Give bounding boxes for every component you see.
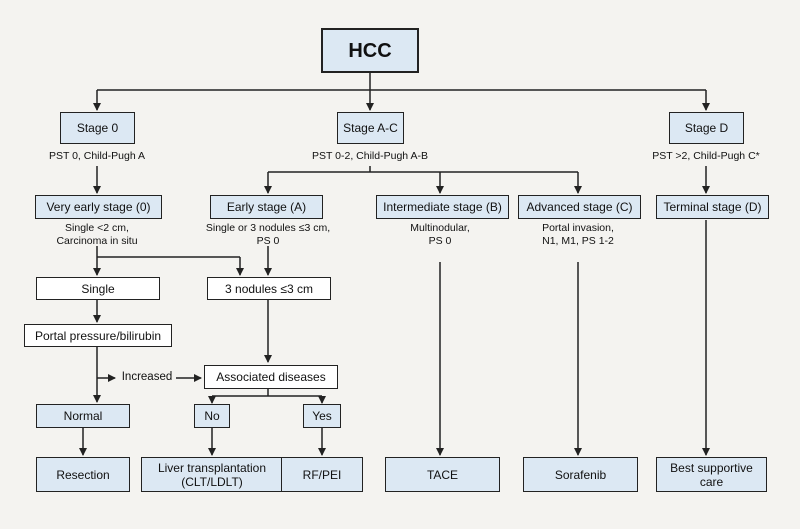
resection-box: Resection — [36, 457, 130, 492]
stage-a-c-label: Stage A-C — [343, 121, 398, 135]
hcc-title-box: HCC — [321, 28, 419, 73]
best-supportive-care-sub: care — [699, 474, 724, 489]
very-early-stage-label: Very early stage (0) — [46, 200, 151, 214]
associated-diseases-label: Associated diseases — [216, 370, 326, 384]
intermediate-stage-box: Intermediate stage (B) — [376, 195, 509, 219]
sorafenib-label: Sorafenib — [554, 467, 607, 482]
best-supportive-care-label: Best supportive — [670, 460, 753, 475]
intermediate-note: Multinodular, PS 0 — [395, 222, 485, 248]
stage-0-label: Stage 0 — [76, 121, 119, 135]
stage-d-box: Stage D — [669, 112, 744, 144]
early-note-line1: Single or 3 nodules ≤3 cm, — [205, 222, 331, 234]
terminal-stage-label: Terminal stage (D) — [663, 200, 762, 214]
liver-transplantation-box: Liver transplantation (CLT/LDLT) — [141, 457, 283, 492]
three-nodules-box: 3 nodules ≤3 cm — [207, 277, 331, 300]
rf-pei-box: RF/PEI — [281, 457, 363, 492]
rf-pei-label: RF/PEI — [302, 467, 342, 482]
single-box: Single — [36, 277, 160, 300]
sorafenib-box: Sorafenib — [523, 457, 638, 492]
tace-label: TACE — [426, 467, 459, 482]
liver-transplantation-label: Liver transplantation — [157, 460, 267, 475]
hcc-title: HCC — [348, 39, 392, 62]
single-label: Single — [81, 281, 115, 296]
stage-d-note: PST >2, Child-Pugh C* — [652, 150, 760, 162]
advanced-note-line2: N1, M1, PS 1-2 — [542, 235, 614, 247]
increased-label: Increased — [121, 371, 173, 383]
early-note: Single or 3 nodules ≤3 cm, PS 0 — [203, 222, 333, 248]
advanced-note-line1: Portal invasion, — [542, 222, 614, 234]
no-box: No — [194, 404, 230, 428]
early-stage-box: Early stage (A) — [210, 195, 323, 219]
no-label: No — [204, 409, 220, 423]
tace-box: TACE — [385, 457, 500, 492]
very-early-note: Single <2 cm, Carcinoma in situ — [47, 222, 147, 248]
terminal-stage-box: Terminal stage (D) — [656, 195, 769, 219]
advanced-stage-box: Advanced stage (C) — [518, 195, 641, 219]
portal-pressure-box: Portal pressure/bilirubin — [24, 324, 172, 347]
early-stage-label: Early stage (A) — [226, 200, 307, 214]
normal-label: Normal — [63, 409, 103, 423]
very-early-note-line2: Carcinoma in situ — [56, 235, 138, 247]
yes-label: Yes — [312, 409, 332, 423]
stage-0-note: PST 0, Child-Pugh A — [48, 150, 146, 162]
portal-pressure-label: Portal pressure/bilirubin — [34, 328, 162, 343]
three-nodules-label: 3 nodules ≤3 cm — [225, 281, 313, 296]
advanced-stage-label: Advanced stage (C) — [526, 200, 633, 214]
normal-box: Normal — [36, 404, 130, 428]
intermediate-note-line2: PS 0 — [428, 235, 452, 247]
stage-d-label: Stage D — [684, 121, 729, 135]
very-early-note-line1: Single <2 cm, — [65, 222, 129, 234]
resection-label: Resection — [56, 467, 110, 482]
intermediate-note-line1: Multinodular, — [410, 222, 470, 234]
very-early-stage-box: Very early stage (0) — [35, 195, 162, 219]
intermediate-stage-label: Intermediate stage (B) — [383, 200, 502, 214]
associated-diseases-box: Associated diseases — [204, 365, 338, 389]
stage-a-c-box: Stage A-C — [337, 112, 404, 144]
yes-box: Yes — [303, 404, 341, 428]
stage-0-box: Stage 0 — [60, 112, 135, 144]
early-note-line2: PS 0 — [256, 235, 280, 247]
advanced-note: Portal invasion, N1, M1, PS 1-2 — [528, 222, 628, 248]
liver-transplantation-sub: (CLT/LDLT) — [181, 474, 243, 489]
stage-a-c-note: PST 0-2, Child-Pugh A-B — [312, 150, 428, 162]
best-supportive-care-box: Best supportive care — [656, 457, 767, 492]
